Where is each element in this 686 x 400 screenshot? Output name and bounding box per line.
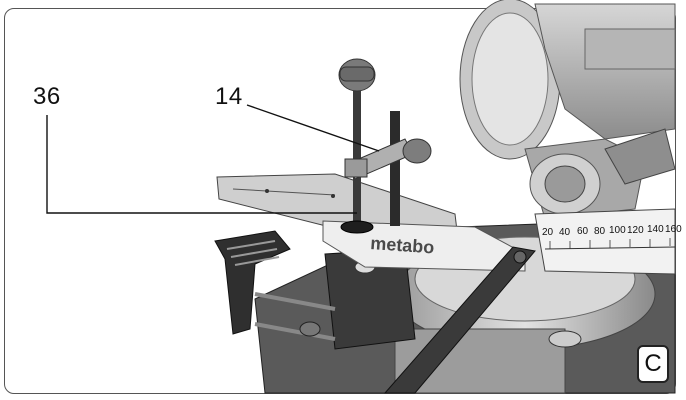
ruler-tick-label: 20 xyxy=(542,227,554,238)
ruler-tick-label: 80 xyxy=(594,226,606,237)
ruler-tick-label: 60 xyxy=(577,226,589,237)
figure-tag: C xyxy=(637,345,669,383)
side-support xyxy=(214,230,336,341)
brand-lettering: metabo xyxy=(370,233,435,257)
ruler-tick-label: 160 xyxy=(665,224,682,235)
figure-frame: 20 40 60 80 100 120 140 160 metabo 36 14… xyxy=(4,0,682,394)
material-clamp xyxy=(338,58,432,234)
leader-line-14 xyxy=(246,104,380,152)
miter-saw-illustration: 20 40 60 80 100 120 140 160 metabo xyxy=(46,0,682,394)
leader-line-36 xyxy=(46,115,357,214)
ruler-tick-label: 120 xyxy=(627,225,644,236)
saw-head xyxy=(459,0,676,220)
callout-36: 36 xyxy=(33,83,61,110)
guide-rail xyxy=(383,246,536,394)
workpiece xyxy=(322,220,526,272)
rail-pin xyxy=(513,250,527,264)
ruler-tick-label: 100 xyxy=(609,225,626,236)
ruler-tick-label: 140 xyxy=(647,224,664,235)
callout-14: 14 xyxy=(215,83,243,110)
ruler-tick-label: 40 xyxy=(559,227,571,238)
angle-scale: 20 40 60 80 100 120 140 160 xyxy=(534,208,682,275)
